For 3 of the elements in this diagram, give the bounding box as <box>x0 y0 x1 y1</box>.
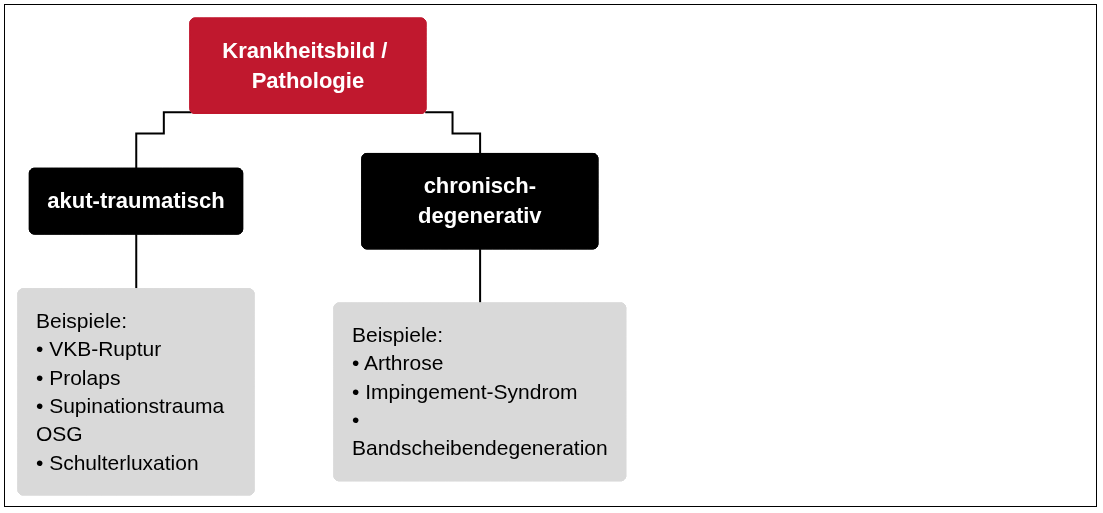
connector <box>479 248 482 305</box>
connector <box>424 111 482 155</box>
connector <box>135 111 193 170</box>
